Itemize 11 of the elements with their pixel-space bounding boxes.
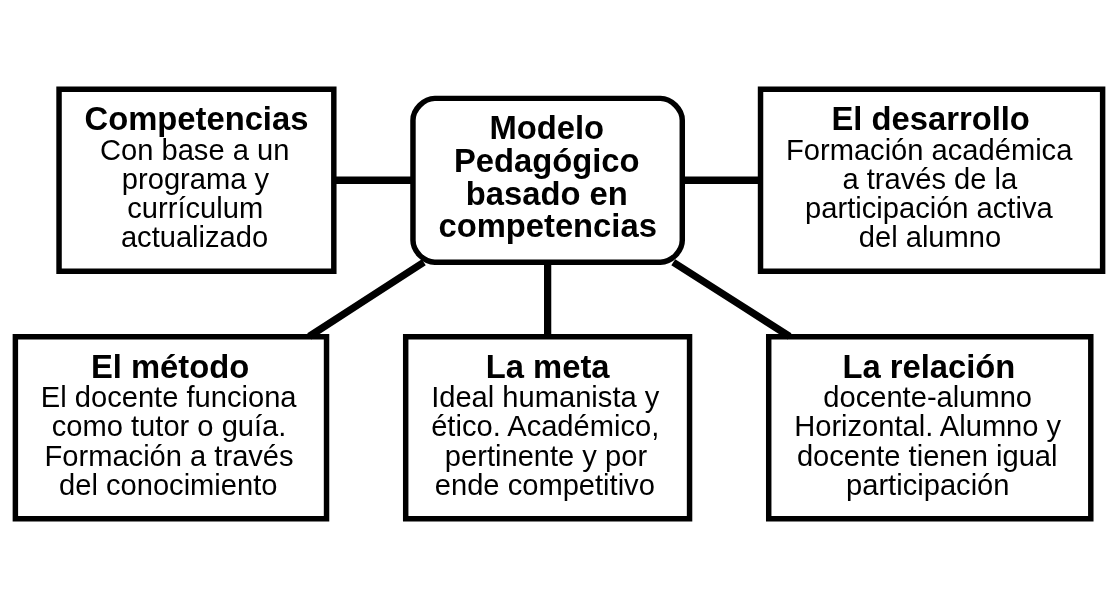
node-box: La meta Ideal humanista y ético. Académico, pertinente y por ende competitivo bbox=[402, 334, 693, 522]
connector bbox=[671, 259, 792, 340]
node-box: Competencias Con base a un programa y currículum actualizado bbox=[56, 86, 337, 274]
node-box: Modelo Pedagógico basado en competencias bbox=[410, 95, 685, 265]
connector bbox=[682, 176, 761, 184]
node-box: El método El docente funciona como tutor o guía. Formación a través del conocimiento bbox=[12, 334, 330, 522]
node-box: El desarrollo Formación académica a través de la participación activa del alumno bbox=[757, 86, 1106, 274]
connector bbox=[307, 259, 426, 340]
connector bbox=[544, 262, 552, 337]
connector bbox=[334, 176, 413, 184]
node-box: La relación docente-alumno Horizontal. Alumno y docente tienen igual participación bbox=[766, 334, 1094, 522]
